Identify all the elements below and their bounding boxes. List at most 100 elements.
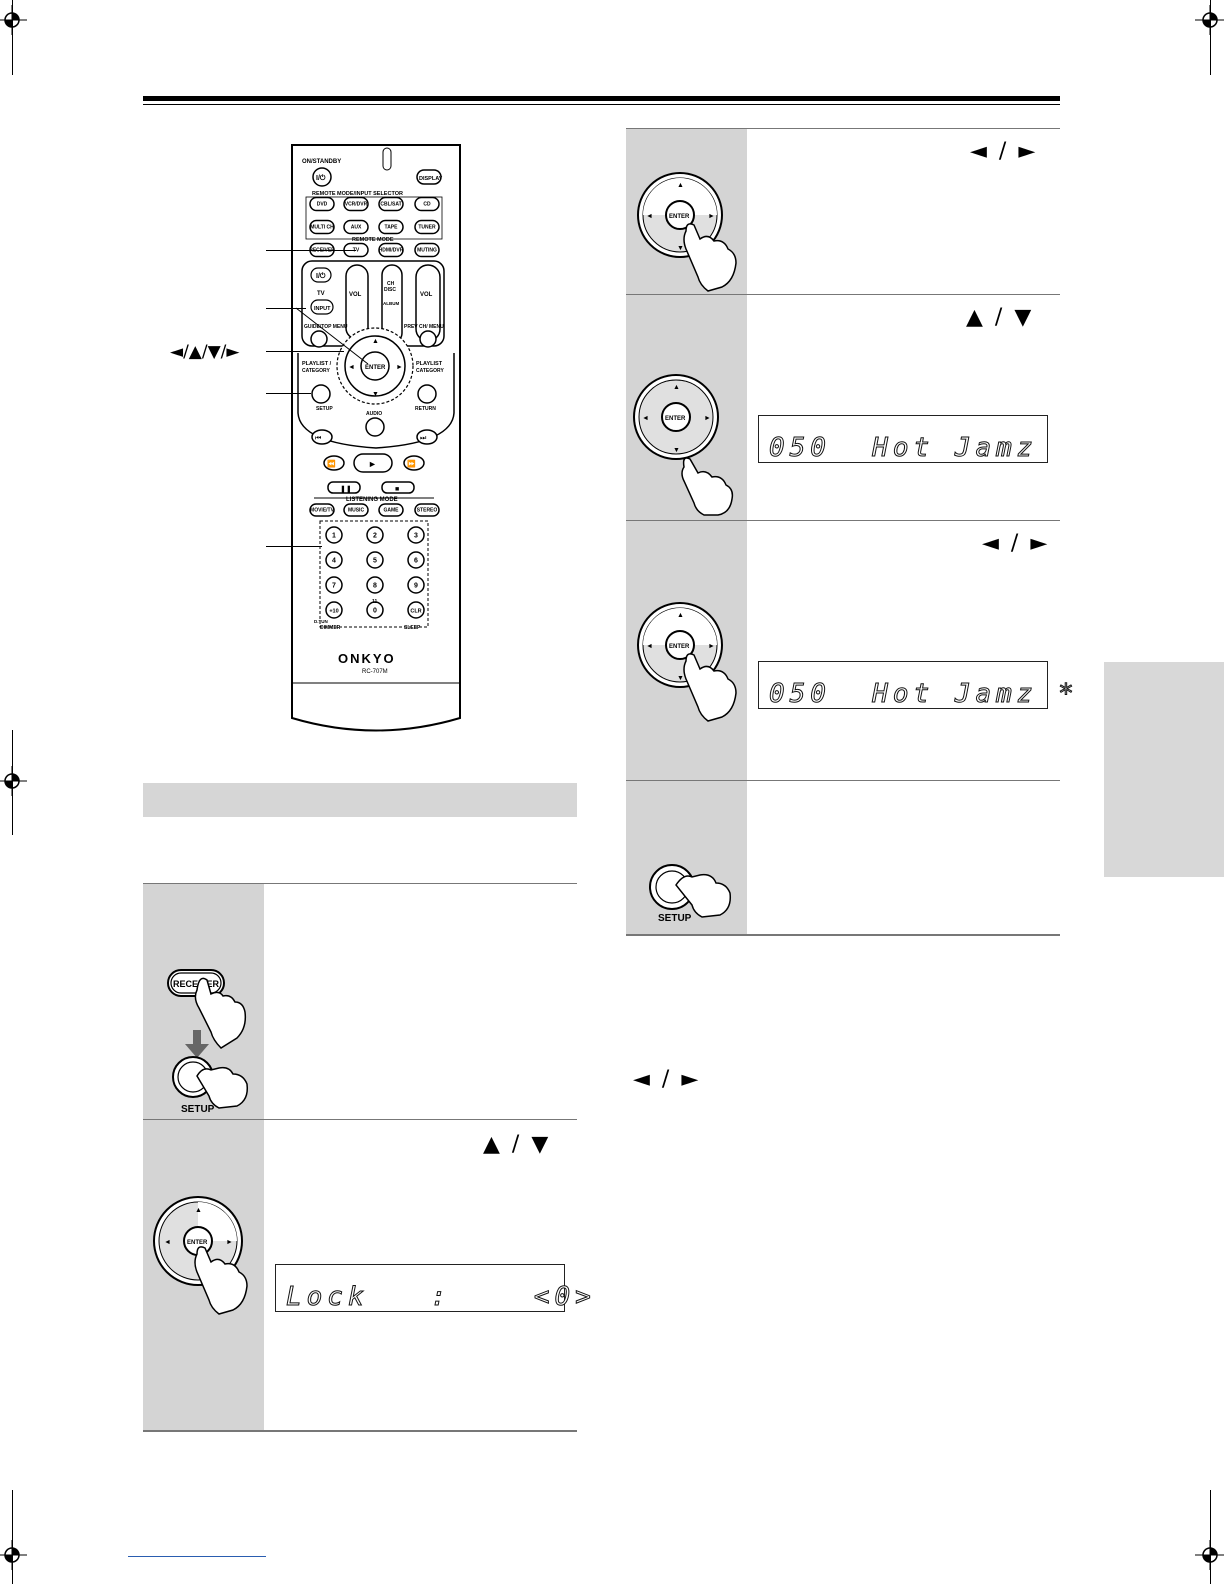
display-button[interactable]: [416, 169, 442, 185]
arrow-keys-callout-label: ◄/▲/▼/►: [170, 342, 240, 362]
remote-key-cd[interactable]: [414, 196, 440, 212]
hand-pointer-icon: [194, 1246, 248, 1315]
remote-key-aux[interactable]: [343, 219, 369, 235]
tv-power-button[interactable]: [310, 267, 332, 283]
svg-text:❚❚: ❚❚: [340, 485, 352, 493]
number-key-2[interactable]: [366, 526, 384, 544]
svg-text:⏭: ⏭: [420, 435, 427, 442]
svg-text:▼: ▼: [677, 245, 684, 252]
number-key-0[interactable]: [366, 601, 384, 619]
display-label: DISPLAY: [419, 176, 443, 182]
remote-key-tv-label: TV: [353, 248, 360, 254]
number-key-5[interactable]: [366, 551, 384, 569]
setup-button-label: SETUP: [181, 1104, 215, 1115]
remote-key-muting[interactable]: [414, 242, 440, 258]
number-key-label: 1: [332, 533, 336, 540]
receiver-button-label: RECEIVER: [173, 979, 220, 989]
on-standby-label: ON/STANDBY: [302, 159, 341, 165]
number-key-6[interactable]: [407, 551, 425, 569]
listening-mode-music[interactable]: [343, 503, 369, 517]
number-key-10[interactable]: [325, 601, 343, 619]
hand-pointer-icon: [681, 457, 734, 516]
svg-text:▲: ▲: [195, 1207, 202, 1214]
section-heading-bar: [143, 783, 577, 817]
svg-text:CATEGORY: CATEGORY: [416, 368, 444, 374]
number-key-label: 5: [373, 558, 377, 565]
rewind-button[interactable]: [323, 455, 345, 471]
stop-button[interactable]: [381, 481, 415, 494]
number-key-9[interactable]: [407, 576, 425, 594]
step-panel-right-3: ▲▼ ◄► ENTER ◄/► 050 Hot Jamz *: [626, 520, 1074, 781]
fast-forward-button[interactable]: [403, 455, 425, 471]
hand-pointer-icon: [675, 873, 732, 918]
dimmer-label: DIMMER: [320, 625, 341, 631]
svg-text:▲: ▲: [677, 612, 684, 619]
number-key-7[interactable]: [325, 576, 343, 594]
setup-illustration: SETUP: [649, 864, 732, 924]
power-button[interactable]: [312, 167, 332, 187]
remote-key-cbl-sat[interactable]: [378, 196, 404, 212]
setup-button[interactable]: [311, 384, 331, 404]
step-panel-left-2: ▲▼ ◄► ENTER ▲/▼ Lock : <0>: [143, 1119, 591, 1431]
step-panel-right-1: ▲▼ ◄► ENTER ◄/►: [626, 128, 1060, 295]
number-key-label: 6: [414, 558, 418, 565]
footer-link-underline: [128, 1556, 266, 1557]
remote-key-hdmi-dvr-label: HDMI/DVR: [379, 248, 404, 254]
number-key-4[interactable]: [325, 551, 343, 569]
listening-mode-movie-tv[interactable]: [309, 503, 335, 517]
pause-button[interactable]: [327, 481, 361, 494]
svg-text:⏪: ⏪: [327, 459, 336, 468]
prev-ch-button[interactable]: [419, 330, 437, 348]
remote-key-tape[interactable]: [378, 219, 404, 235]
hand-pointer-icon: [683, 223, 737, 292]
registration-mark-bottom-left: [0, 1540, 27, 1570]
audio-button[interactable]: [365, 417, 385, 437]
hand-pointer-icon: [194, 977, 247, 1049]
enter-button[interactable]: [360, 351, 390, 381]
enter-button-icon: [661, 402, 691, 432]
remote-key-dvd[interactable]: [309, 196, 335, 212]
svg-text:►: ►: [708, 213, 715, 220]
number-key-label: 9: [414, 583, 418, 590]
remote-key-muting-label: MUTING: [417, 248, 437, 254]
remote-key-vcr-dvr-label: VCR/DVR: [345, 202, 368, 208]
tv-label: TV: [317, 291, 325, 297]
remote-key-multi-ch[interactable]: [309, 219, 335, 235]
remote-key-hdmi-dvr[interactable]: [378, 242, 404, 258]
play-button[interactable]: [353, 453, 393, 473]
remote-key-tuner[interactable]: [414, 219, 440, 235]
number-key-3[interactable]: [407, 526, 425, 544]
number-key-1[interactable]: [325, 526, 343, 544]
enter-pad-illustration: ▲▼ ◄► ENTER: [637, 172, 737, 292]
svg-text:PLAYLIST /: PLAYLIST /: [302, 361, 332, 367]
skip-back-button[interactable]: [311, 429, 333, 445]
enter-pad-illustration: ▲▼ ◄► ENTER: [153, 1196, 248, 1315]
number-key-8[interactable]: [366, 576, 384, 594]
listening-mode-stereo[interactable]: [414, 503, 440, 517]
number-key-label: 4: [332, 558, 336, 565]
left-right-arrows-note: ◄/►: [633, 1067, 711, 1092]
skip-forward-button[interactable]: [416, 429, 438, 445]
number-key-label: 2: [373, 533, 377, 540]
remote-key-tuner-label: TUNER: [418, 225, 436, 231]
listening-mode-movie-tv-label: MOVIE/TV: [310, 508, 335, 514]
prev-ch-menu-label: PREV CH/ MENU: [404, 324, 444, 330]
remote-control-illustration: ON/STANDBY I/⏻ DISPLAY REMOTE MODE/INPUT…: [291, 144, 461, 732]
guide-button[interactable]: [310, 330, 328, 348]
return-button[interactable]: [417, 384, 437, 404]
audio-label: AUDIO: [366, 411, 382, 417]
number-key-label: 7: [332, 583, 336, 590]
lcd-display: 050 Hot Jamz *: [758, 661, 1074, 710]
hand-pointer-icon: [196, 1066, 249, 1109]
left-right-arrows: ◄/►: [970, 139, 1048, 164]
d-tun-label: D.TUN: [314, 619, 328, 624]
remote-enter-label: ENTER: [365, 365, 386, 371]
listening-mode-game[interactable]: [378, 503, 404, 517]
tv-input-button[interactable]: [310, 299, 334, 315]
remote-key-vcr-dvr[interactable]: [343, 196, 369, 212]
header-rule-thin: [143, 104, 1060, 105]
svg-text:◄: ◄: [646, 213, 653, 220]
svg-text:⏩: ⏩: [407, 459, 416, 468]
number-key-clr[interactable]: [407, 601, 425, 619]
svg-text:▲: ▲: [673, 384, 680, 391]
